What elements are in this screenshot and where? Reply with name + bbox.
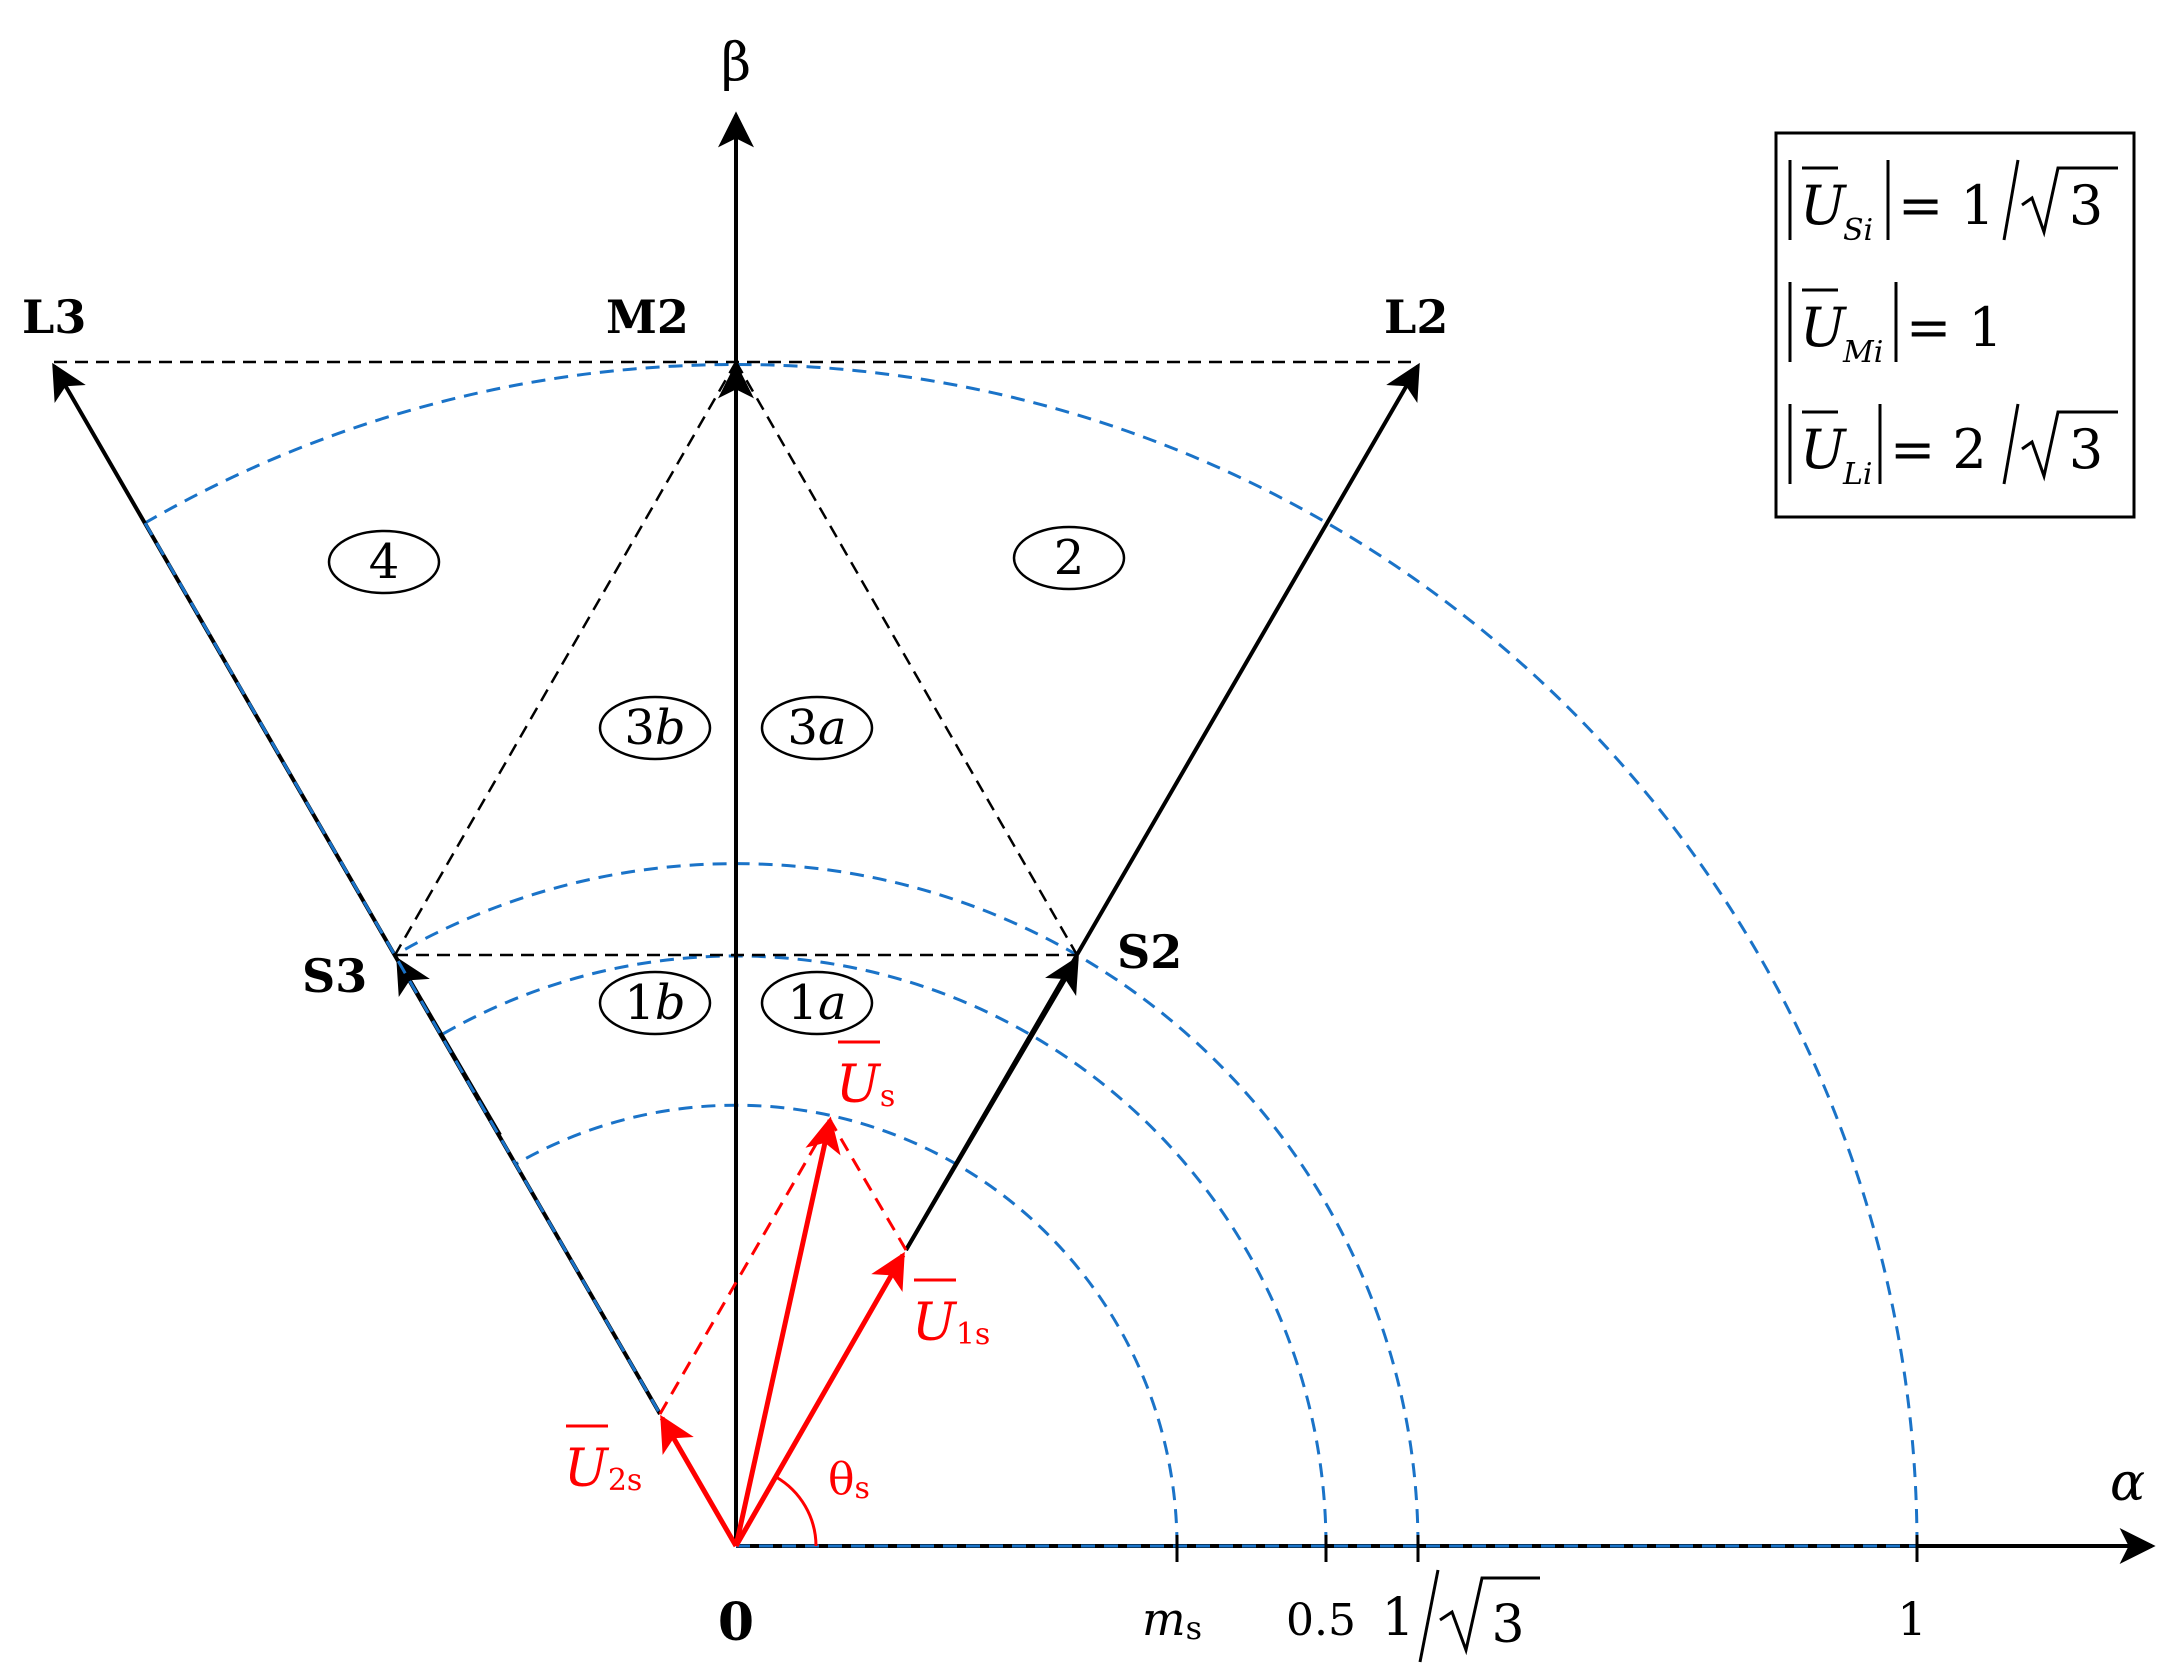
line-M2-S3	[393, 361, 738, 956]
legend-mi-symbol: U	[1800, 296, 1847, 359]
tick-label-ms: ms	[1142, 1592, 1202, 1647]
alpha-ticks	[1175, 1535, 1919, 1562]
vector-S2-seg	[904, 955, 1079, 1252]
vertex-S2: S2	[1117, 925, 1182, 979]
L3-line-blue-dash	[143, 522, 662, 1415]
legend-li-radical	[2021, 410, 2118, 482]
origin-label: 0	[718, 1592, 754, 1653]
tick-inv-sqrt3-den: 3	[1491, 1595, 1524, 1655]
legend-si-eq: = 1	[1898, 174, 1995, 237]
label-U2s-text: U2s	[564, 1439, 642, 1499]
region-4-ellipse	[327, 529, 441, 595]
vector-Us	[733, 1116, 841, 1547]
vertex-M2: M2	[606, 290, 689, 344]
arc-r-inv-sqrt3	[394, 862, 1420, 1547]
region-ellipses	[327, 525, 1126, 1036]
region-labels: 4 2 3b 3a 1b 1a	[369, 530, 1085, 1031]
vertex-S3: S3	[302, 949, 367, 1003]
tick-inv-sqrt3-num: 1	[1381, 1588, 1414, 1648]
tick-inv-sqrt3-radical	[1439, 1576, 1540, 1656]
legend-frame	[1774, 131, 2136, 519]
axis-labels: β α 0	[718, 33, 2145, 1653]
tick-label-0p5: 0.5	[1286, 1595, 1356, 1646]
region-1a-label: 1a	[787, 975, 846, 1031]
red-labels: Us U1s U2s θs	[564, 1040, 990, 1506]
region-3b-label: 3b	[624, 700, 685, 756]
legend-row-mi: U Mi = 1	[1788, 282, 2003, 370]
region-1a-ellipse	[760, 970, 874, 1036]
vertex-labels: L3 M2 L2 S3 S2	[22, 290, 1448, 1003]
region-2-ellipse	[1012, 525, 1126, 591]
legend-row-si: U Si = 1 3	[1788, 159, 2118, 248]
region-2-label: 2	[1054, 530, 1085, 586]
region-1b-ellipse	[598, 970, 712, 1036]
label-U1s-text: U1s	[912, 1293, 990, 1353]
legend-li-den: 3	[2069, 418, 2103, 481]
label-U1s: U1s	[912, 1278, 990, 1353]
legend-si-slash	[2002, 159, 2020, 241]
beta-label: β	[721, 33, 751, 93]
alpha-label: α	[2110, 1453, 2145, 1513]
legend-si-den: 3	[2069, 174, 2103, 237]
legend-li-sub: Li	[1842, 457, 1873, 492]
dash-U2s-to-Us	[658, 1119, 832, 1415]
legend-si-sub: Si	[1843, 213, 1873, 248]
region-4-label: 4	[369, 534, 400, 590]
tick-label-1: 1	[1897, 1592, 1926, 1646]
line-M2-S2	[734, 361, 1079, 956]
legend-si-symbol: U	[1800, 174, 1847, 237]
legend-mi-eq: = 1	[1906, 296, 2003, 359]
tick-inv-sqrt3-slash	[1418, 1569, 1440, 1663]
legend-mi-sub: Mi	[1842, 335, 1883, 370]
arc-r-1	[144, 363, 1919, 1547]
region-1b-label: 1b	[624, 975, 685, 1031]
dash-U1s-to-Us	[828, 1119, 908, 1251]
region-3a-label: 3a	[787, 700, 846, 756]
vector-U1s	[733, 1251, 906, 1548]
legend-si-radical	[2021, 166, 2118, 238]
vertex-L3: L3	[22, 290, 86, 344]
label-Us-text: Us	[836, 1055, 895, 1115]
label-Us: Us	[836, 1040, 895, 1115]
vertex-L2: L2	[1384, 290, 1448, 344]
legend-row-li: U Li = 2 3	[1788, 403, 2118, 492]
legend-li-symbol: U	[1800, 418, 1847, 481]
legend-box: U Si = 1 3 U Mi = 1 U Li = 2 3	[1774, 131, 2136, 519]
tick-label-inv-sqrt3: 1 3	[1381, 1569, 1540, 1663]
region-3b-ellipse	[598, 695, 712, 761]
legend-li-slash	[2002, 403, 2020, 485]
red-dashed-lines	[658, 1119, 908, 1415]
label-theta-s: θs	[828, 1454, 870, 1506]
legend-li-eq: = 2	[1890, 418, 1987, 481]
arc-r-0p5	[440, 954, 1328, 1547]
label-U2s: U2s	[564, 1424, 642, 1499]
region-3a-ellipse	[760, 695, 874, 761]
red-vectors	[659, 1116, 906, 1548]
tick-labels: ms 0.5 1 3 1	[1142, 1569, 1927, 1663]
theta-arc	[775, 1475, 818, 1547]
vector-U2s	[659, 1414, 739, 1548]
